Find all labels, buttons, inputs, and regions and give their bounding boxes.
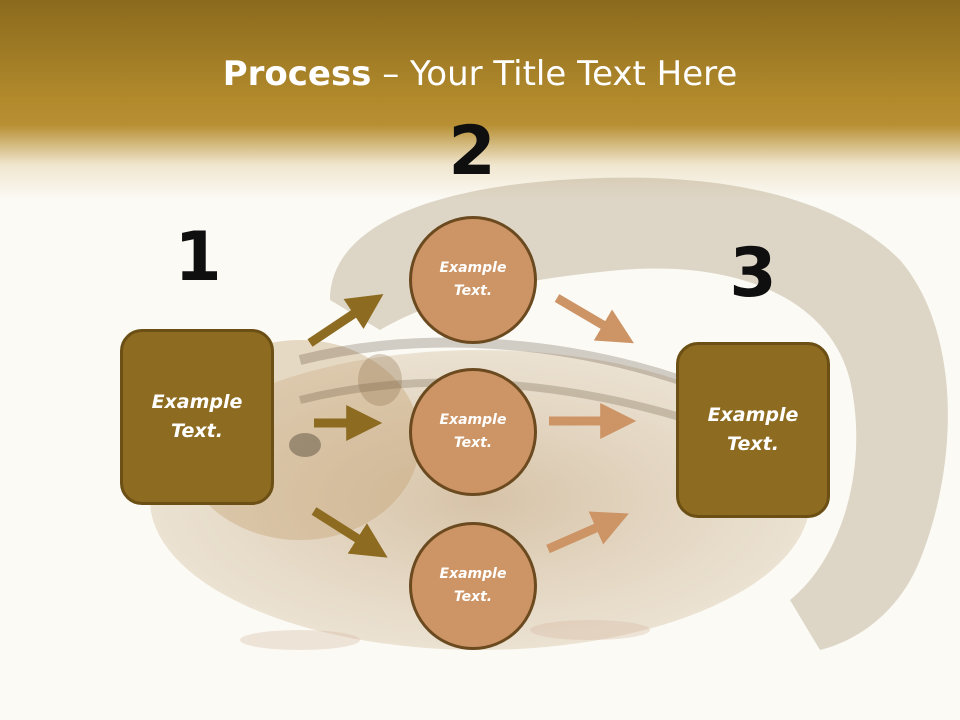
slide-title: Process – Your Title Text Here <box>0 52 960 96</box>
arrow-2a-to-3 <box>554 294 634 344</box>
step-2-circle-top-text: Example Text. <box>439 260 507 299</box>
step-2-circle-top: Example Text. <box>409 216 537 344</box>
arrow-1-to-2c <box>311 507 388 558</box>
title-banner <box>0 0 960 200</box>
step-2-circle-middle-text: Example Text. <box>439 412 507 451</box>
arrow-1-to-2a <box>307 294 384 347</box>
step-3-box: Example Text. <box>676 342 830 518</box>
step-1-text: Example Text. <box>151 391 243 442</box>
step-2-circle-middle: Example Text. <box>409 368 537 496</box>
step-number-1: 1 <box>174 218 222 297</box>
title-rest: – Your Title Text Here <box>371 54 738 94</box>
title-bold: Process <box>222 54 372 94</box>
step-number-2: 2 <box>448 112 496 191</box>
step-number-3: 3 <box>729 234 777 313</box>
arrow-2c-to-3 <box>546 511 629 554</box>
step-3-text: Example Text. <box>707 404 799 455</box>
step-2-circle-bottom: Example Text. <box>409 522 537 650</box>
step-1-box: Example Text. <box>120 329 274 505</box>
step-2-circle-bottom-text: Example Text. <box>439 566 507 605</box>
